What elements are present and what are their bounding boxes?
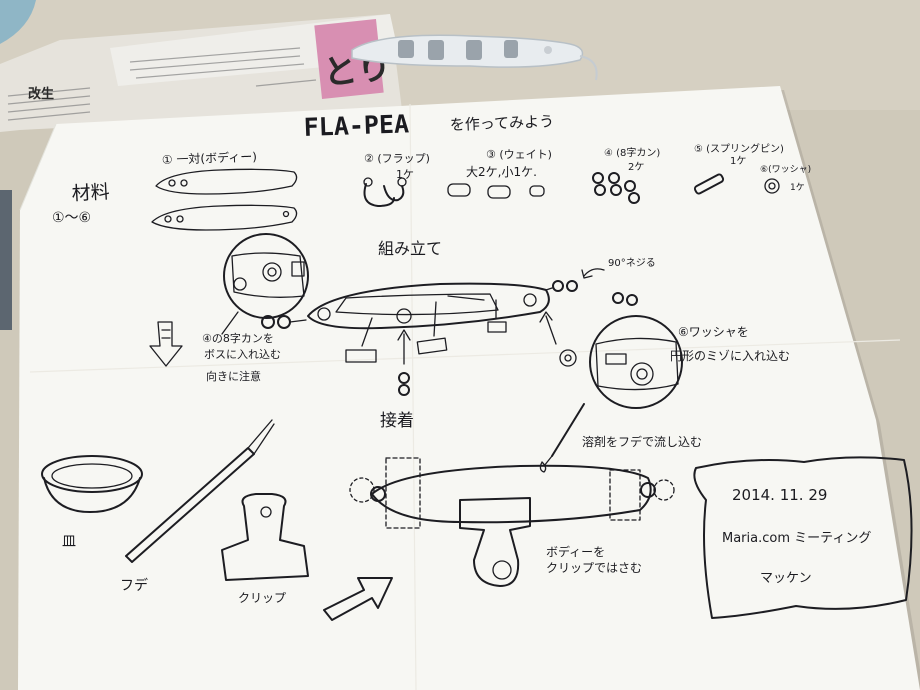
dish-icon bbox=[41, 455, 143, 513]
signature-author: マッケン bbox=[760, 571, 812, 586]
solvent-note: 溶剤をフデで流し込む bbox=[582, 434, 702, 449]
rotated-eight-ring bbox=[612, 292, 638, 306]
washer-icon bbox=[764, 178, 780, 194]
part-body-label: ① 一対(ボディー) bbox=[162, 149, 258, 167]
weight-icons bbox=[447, 183, 545, 199]
washer-arrow bbox=[539, 311, 557, 345]
brush-icon bbox=[125, 419, 275, 563]
part-washer-label: ⑥(ワッシャ) bbox=[760, 165, 811, 175]
part-eight-ring-qty: 2ケ bbox=[628, 161, 644, 173]
clip-note-line2: クリップではさむ bbox=[546, 561, 642, 575]
signature-box bbox=[693, 456, 913, 619]
lure bbox=[351, 34, 598, 81]
signature-event: Maria.com ミーティング bbox=[722, 531, 871, 546]
materials-heading: 材料 bbox=[71, 181, 110, 205]
dish-label: 皿 bbox=[62, 534, 76, 550]
assembly-body bbox=[307, 282, 550, 330]
brush-label: フデ bbox=[120, 577, 148, 594]
assembly-heading: 組み立て bbox=[378, 239, 442, 258]
bonding-clip bbox=[459, 497, 531, 587]
washer-note-line2: 円形のミゾに入れ込む bbox=[670, 349, 790, 363]
ring-note-line2: ボスに入れ込む bbox=[204, 348, 281, 361]
weight-drop-large-left bbox=[345, 317, 377, 363]
part-flap-label: ② (フラップ) bbox=[364, 152, 430, 165]
newspaper-side-text: 改生 bbox=[28, 86, 54, 102]
part-weight-qty: 大2ケ,小1ケ. bbox=[466, 165, 537, 179]
zoom-circle-left bbox=[223, 233, 309, 319]
sheet-title: FLA-PEA bbox=[303, 109, 409, 142]
cup-edge bbox=[0, 0, 36, 44]
signature-date: 2014. 11. 29 bbox=[732, 486, 827, 504]
weight-drop-large-mid bbox=[416, 301, 448, 355]
washer-note-icon bbox=[559, 349, 577, 367]
eight-ring-right bbox=[545, 280, 578, 292]
spring-pin-icon bbox=[693, 173, 725, 195]
spring-pin-arrow bbox=[397, 329, 411, 396]
rotate-arrow bbox=[581, 268, 605, 279]
materials-range: ①～⑥ bbox=[52, 210, 91, 226]
down-arrow-icon bbox=[149, 321, 183, 367]
part-washer-qty: 1ケ bbox=[790, 182, 805, 193]
ring-note-line3: 向きに注意 bbox=[206, 369, 261, 383]
eight-ring-left bbox=[261, 315, 307, 329]
sheet-title-suffix: を作ってみよう bbox=[450, 112, 555, 134]
eight-ring-icons bbox=[592, 172, 640, 204]
ring-note-line1: ④の8字カンを bbox=[202, 331, 274, 345]
part-spring-pin-qty: 1ケ bbox=[730, 155, 746, 167]
rotate-note: 90°ネジる bbox=[608, 257, 656, 269]
part-eight-ring-label: ④ (8字カン) bbox=[604, 146, 660, 159]
clip-note-line1: ボディーを bbox=[546, 544, 605, 559]
washer-note-line1: ⑥ワッシャを bbox=[678, 325, 749, 339]
zoom-circle-right bbox=[589, 315, 683, 409]
clip-icon bbox=[221, 493, 309, 581]
flap-icon bbox=[363, 177, 407, 207]
part-spring-pin-label: ⑤ (スプリングピン) bbox=[694, 142, 784, 155]
bonding-brush bbox=[539, 403, 585, 473]
body-half-icon bbox=[151, 168, 298, 231]
bonding-heading: 接着 bbox=[380, 411, 414, 431]
weight-drop-small bbox=[487, 299, 507, 333]
clip-label: クリップ bbox=[238, 591, 286, 605]
up-right-arrow-icon bbox=[323, 577, 393, 621]
part-weight-label: ③ (ウェイト) bbox=[486, 148, 552, 161]
